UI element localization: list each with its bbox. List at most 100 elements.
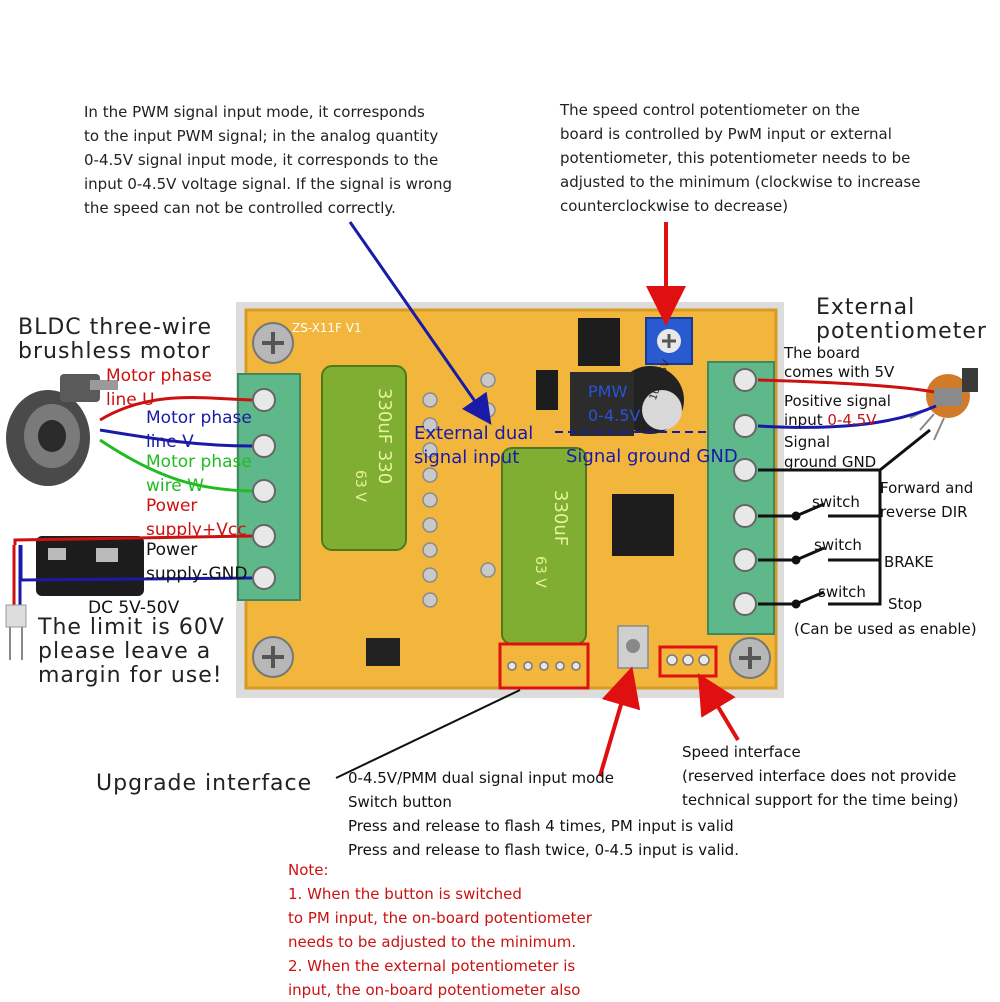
- wire-phase-w: [99, 438, 253, 493]
- label-power-gnd-line: Power: [146, 540, 198, 560]
- pot-note-line: counterclockwise to decrease): [560, 197, 789, 215]
- speed-header-pins: [666, 654, 710, 666]
- note-line: to PM input, the on-board potentiometer: [288, 909, 592, 927]
- speed-note-line: (reserved interface does not provide: [682, 767, 957, 785]
- supply-voltage-label: DC 5V-50V: [88, 598, 180, 618]
- motor-icon: [6, 374, 118, 486]
- wire-phase-v: [99, 428, 253, 448]
- external-potentiometer-icon: [909, 368, 978, 441]
- label-phase-w-line: Motor phase: [146, 452, 252, 472]
- speed-note-line: Speed interface: [682, 743, 801, 761]
- note-line: Note:: [288, 861, 329, 879]
- right-terminal-block: [707, 361, 775, 635]
- label-positive-signal-line: Positive signal: [784, 392, 891, 410]
- pot-note-line: board is controlled by PwM input or exte…: [560, 125, 892, 143]
- pcb-pads: [422, 372, 496, 608]
- supply-limit-line: The limit is 60V: [38, 615, 225, 640]
- label-phase-w-line: wire W: [146, 476, 204, 496]
- motor-title: BLDC three-wire brushless motor: [18, 316, 212, 364]
- supply-limit-note: The limit is 60V please leave a margin f…: [38, 616, 225, 688]
- label-switch-dir: switch: [812, 493, 860, 511]
- label-signal-gnd: Signal ground GND: [784, 432, 876, 472]
- note-line: 1. When the button is switched: [288, 885, 522, 903]
- mode-note-line: Switch button: [348, 793, 452, 811]
- label-dir: Forward and reverse DIR: [880, 476, 973, 524]
- label-external-dual-signal-line: signal input: [414, 447, 520, 468]
- label-enable: (Can be used as enable): [794, 620, 977, 638]
- label-signal-gnd-line: ground GND: [784, 453, 877, 471]
- label-signal-ground: Signal ground GND: [566, 446, 738, 467]
- mode-note-line: Press and release to flash 4 times, PM i…: [348, 817, 734, 835]
- capacitor-2-label: 330uF: [550, 490, 571, 547]
- note-line: needs to be adjusted to the minimum.: [288, 933, 577, 951]
- label-phase-v-line: Motor phase: [146, 408, 252, 428]
- screw-icon: [252, 322, 294, 364]
- label-power-gnd: Power supply-GND: [146, 538, 247, 586]
- label-signal-gnd-line: Signal: [784, 433, 831, 451]
- note-block: Note: 1. When the button is switched to …: [288, 858, 592, 1002]
- capacitor-1-label: 330uF 330: [374, 388, 395, 485]
- screw-icon: [252, 636, 294, 678]
- label-external-dual-signal: External dual signal input: [414, 422, 533, 470]
- label-power-vcc: Power supply+Vcc: [146, 494, 247, 542]
- supply-limit-line: please leave a: [38, 639, 212, 664]
- chip-main: [612, 494, 674, 556]
- label-phase-u: Motor phase line U: [106, 364, 212, 412]
- right-terminal-screws: [733, 368, 757, 616]
- capacitor-1: [321, 365, 407, 551]
- pot-note-line: adjusted to the minimum (clockwise to in…: [560, 173, 921, 191]
- label-power-vcc-line: Power: [146, 496, 198, 516]
- label-signal-input: input: [784, 411, 823, 429]
- label-phase-u-line: line U: [106, 390, 155, 410]
- capacitor-2: [501, 447, 587, 645]
- label-brake: BRAKE: [884, 553, 934, 571]
- label-phase-v: Motor phase line V: [146, 406, 252, 454]
- label-board-5v: The board comes with 5V: [784, 344, 894, 382]
- label-dir-line: reverse DIR: [880, 503, 968, 521]
- pmw-range-label: 0-4.5V: [588, 406, 641, 425]
- label-dir-line: Forward and: [880, 479, 974, 497]
- speed-note: Speed interface (reserved interface does…: [682, 740, 959, 812]
- wire-pot-5v: [757, 378, 935, 394]
- label-external-dual-signal-line: External dual: [414, 423, 534, 444]
- supply-limit-line: margin for use!: [38, 663, 223, 688]
- pmw-label: PMW: [588, 382, 628, 401]
- left-terminal-screws: [252, 388, 276, 590]
- label-stop: Stop: [888, 595, 923, 613]
- label-power-vcc-line: supply+Vcc: [146, 520, 247, 540]
- label-board-5v-line: comes with 5V: [784, 363, 895, 381]
- line-upgrade: [335, 689, 521, 779]
- mode-note-line: Press and release to flash twice, 0-4.5 …: [348, 841, 739, 859]
- pot-note-line: The speed control potentiometer on the: [560, 101, 861, 119]
- pwm-note-line: input 0-4.5V voltage signal. If the sign…: [84, 175, 452, 193]
- label-power-gnd-line: supply-GND: [146, 564, 248, 584]
- label-positive-signal-line: input 0-4.5V: [784, 411, 891, 430]
- note-line: 2. When the external potentiometer is: [288, 957, 576, 975]
- upgrade-highlight-box: [498, 642, 590, 690]
- label-phase-u-line: Motor phase: [106, 366, 212, 386]
- arrow-speed-interface: [697, 673, 740, 742]
- label-upgrade-interface: Upgrade interface: [96, 771, 313, 796]
- label-switch-brake: switch: [814, 536, 862, 554]
- wire-power-gnd: [19, 545, 253, 582]
- speed-note-line: technical support for the time being): [682, 791, 959, 809]
- chip-top: [578, 318, 620, 366]
- wire-pot-signal: [757, 404, 937, 429]
- capacitor-1-voltage: 63 V: [352, 470, 368, 502]
- pot-note-line: potentiometer, this potentiometer needs …: [560, 149, 911, 167]
- mode-note-line: 0-4.5V/PMM dual signal input mode: [348, 769, 615, 787]
- label-signal-range: 0-4.5V: [827, 411, 877, 429]
- motor-title-line: brushless motor: [18, 339, 211, 364]
- external-pot-title-line: potentiometer: [816, 319, 987, 344]
- pot-note: The speed control potentiometer on the b…: [560, 98, 920, 218]
- label-positive-signal: Positive signal input 0-4.5V: [784, 392, 891, 430]
- external-pot-title-line: External: [816, 295, 916, 320]
- upgrade-header-pins: [507, 661, 581, 671]
- pwm-note-line: the speed can not be controlled correctl…: [84, 199, 396, 217]
- board-model-label: ZS-X11F V1: [292, 321, 362, 335]
- inductor: [570, 372, 634, 436]
- pwm-note-line: In the PWM signal input mode, it corresp…: [84, 103, 425, 121]
- pwm-note-line: 0-4.5V signal input mode, it corresponds…: [84, 151, 439, 169]
- arrow-switch-button: [598, 666, 641, 777]
- label-phase-v-line: line V: [146, 432, 194, 452]
